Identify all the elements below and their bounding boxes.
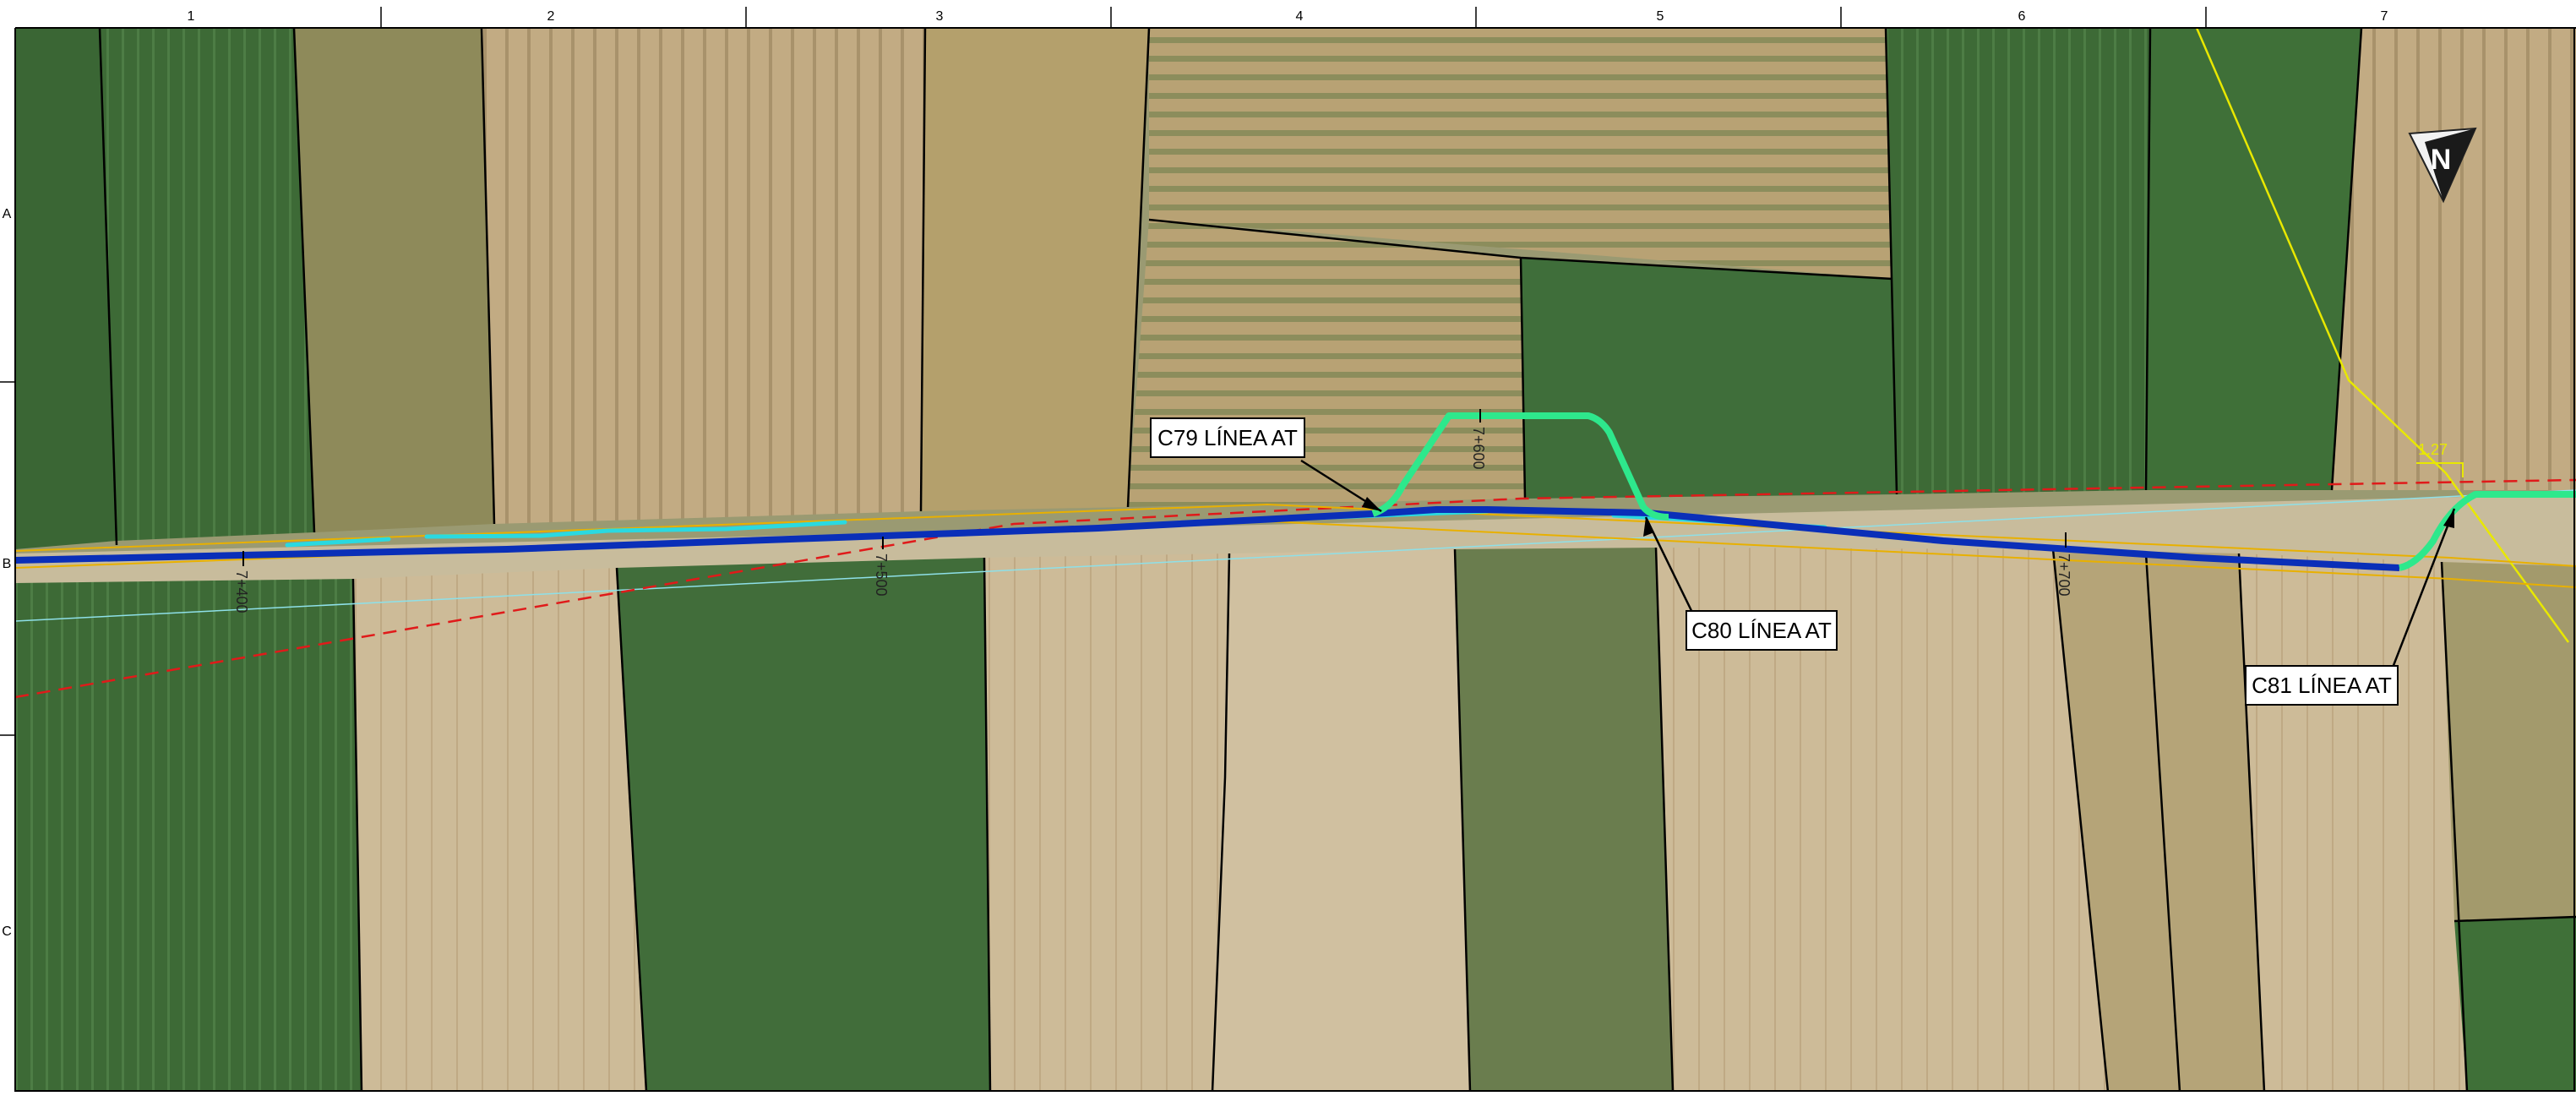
field [1455, 548, 1673, 1092]
grid-row-label: B [3, 557, 12, 571]
field [1521, 258, 1897, 499]
field [294, 28, 494, 532]
grid-column-label: 1 [188, 9, 195, 24]
grid-column-label: 7 [2381, 9, 2388, 24]
aerial-image: 1.27 7+400 7+500 7+600 7+700 C79 LÍNEA A… [14, 27, 2576, 1093]
km-mark: 7+500 [873, 553, 890, 597]
reference-line [14, 489, 2576, 622]
km-mark: 7+700 [2056, 553, 2072, 597]
left-ruler [0, 0, 15, 1092]
field [482, 28, 925, 524]
field [1212, 549, 1470, 1092]
field [984, 553, 1229, 1092]
km-mark: 7+400 [233, 570, 250, 613]
grid-column-label: 3 [936, 9, 944, 24]
field [2332, 28, 2576, 490]
north-arrow-icon: N [2408, 127, 2477, 204]
field [2146, 28, 2361, 490]
field [1128, 220, 1525, 507]
parcel-boundaries [98, 27, 2576, 1093]
north-letter: N [2431, 144, 2452, 176]
grid-row-label: A [3, 207, 12, 221]
field [2239, 553, 2467, 1092]
km-mark: 7+600 [1470, 427, 1487, 470]
callout-label: C80 LÍNEA AT [1691, 618, 1832, 643]
field [921, 28, 1149, 511]
grid-column-label: 5 [1657, 9, 1664, 24]
deviation-route-east [2398, 491, 2576, 571]
field [353, 568, 646, 1092]
deviation-route [1371, 412, 1669, 521]
dimension-label: 1.27 [2418, 441, 2448, 458]
grid-column-label: 6 [2018, 9, 2026, 24]
field [1149, 28, 1893, 279]
callout-label: C79 LÍNEA AT [1157, 425, 1298, 450]
dimension-mark: 1.27 [2416, 441, 2464, 477]
top-ruler [0, 0, 2576, 28]
field [2442, 562, 2576, 921]
field [2454, 917, 2576, 1092]
field [1886, 28, 2150, 494]
field [2053, 549, 2264, 1092]
callout-c80[interactable]: C80 LÍNEA AT [1643, 516, 1838, 651]
field [1656, 548, 2108, 1092]
grid-row-label: C [2, 924, 12, 939]
field [100, 28, 314, 541]
field [617, 558, 990, 1092]
km-marks: 7+400 7+500 7+600 7+700 [233, 409, 2072, 613]
field [15, 579, 362, 1092]
grid-column-label: 2 [547, 9, 555, 24]
power-line [2195, 27, 2570, 643]
field [15, 28, 117, 549]
main-route [14, 506, 2400, 571]
callout-c79[interactable]: C79 LÍNEA AT [1150, 417, 1382, 513]
boundary-dashed-line [14, 478, 2576, 699]
callout-c81[interactable]: C81 LÍNEA AT [2245, 508, 2456, 706]
callout-label: C81 LÍNEA AT [2252, 673, 2392, 698]
grid-column-label: 4 [1296, 9, 1304, 24]
